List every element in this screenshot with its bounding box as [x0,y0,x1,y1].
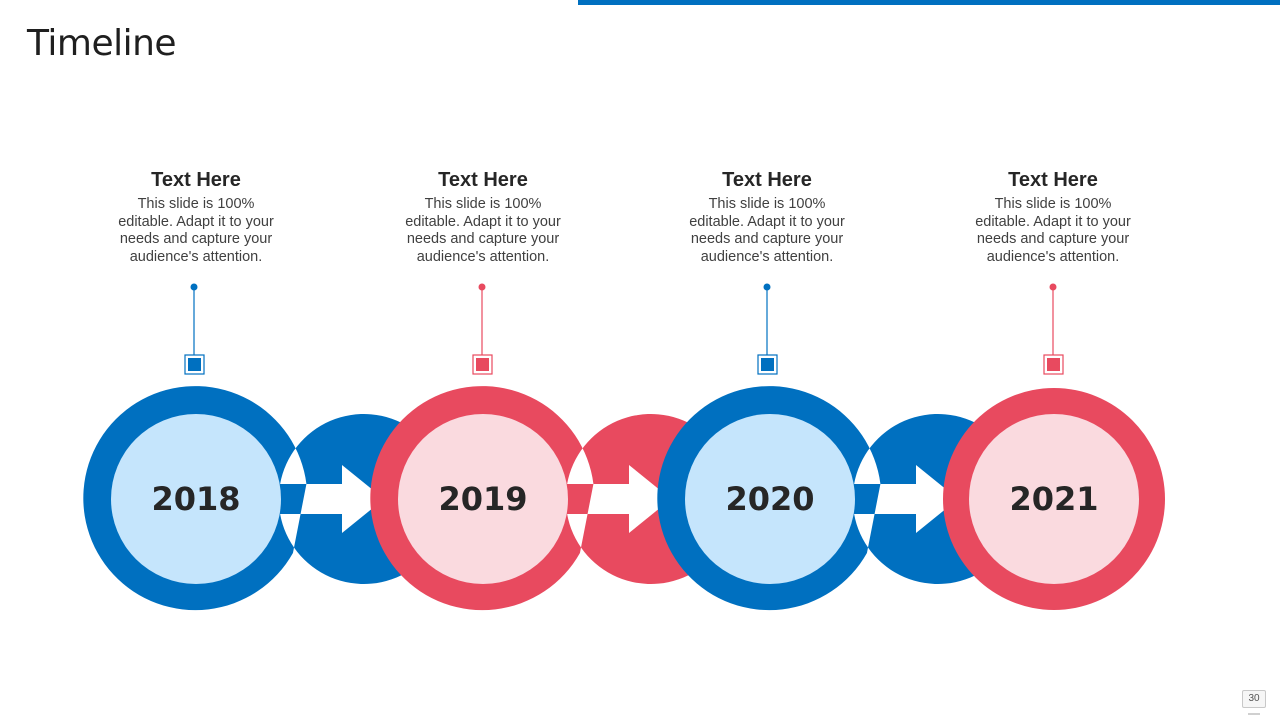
year-circle [111,414,281,584]
page-number-stand-icon [1248,707,1260,715]
step-heading: Text Here [722,169,812,191]
marker-square [761,358,774,371]
timeline-step-caption-2: Text Here This slide is 100% editable. A… [383,166,583,266]
step-description: This slide is 100% editable. Adapt it to… [975,196,1131,265]
timeline-step-caption-1: Text Here This slide is 100% editable. A… [96,166,296,266]
timeline-node-2: 2019 [370,283,736,611]
year-label: 2019 [438,480,527,518]
step-heading: Text Here [1008,169,1098,191]
step-heading: Text Here [438,169,528,191]
timeline-node-4: 2021 [943,283,1165,610]
timeline-step-caption-3: Text Here This slide is 100% editable. A… [667,166,867,266]
step-description: This slide is 100% editable. Adapt it to… [118,196,274,265]
year-circle [969,414,1139,584]
year-label: 2020 [725,480,814,518]
connector-dot [478,283,486,291]
top-accent-bar [578,0,1280,5]
connector-dot [190,283,198,291]
connector-dot [763,283,771,291]
connector-dot [1049,283,1057,291]
marker-square [476,358,489,371]
marker-square [188,358,201,371]
timeline-step-caption-4: Text Here This slide is 100% editable. A… [953,166,1153,266]
page-number: 30 [1242,690,1266,708]
year-label: 2021 [1009,480,1098,518]
timeline-node-1: 2018 [83,283,449,611]
step-description: This slide is 100% editable. Adapt it to… [405,196,561,265]
step-heading: Text Here [151,169,241,191]
year-label: 2018 [151,480,240,518]
step-description: This slide is 100% editable. Adapt it to… [689,196,845,265]
timeline-node-3: 2020 [657,283,1023,611]
marker-square [1047,358,1060,371]
year-circle [685,414,855,584]
year-circle [398,414,568,584]
page-title: Timeline [27,23,177,64]
